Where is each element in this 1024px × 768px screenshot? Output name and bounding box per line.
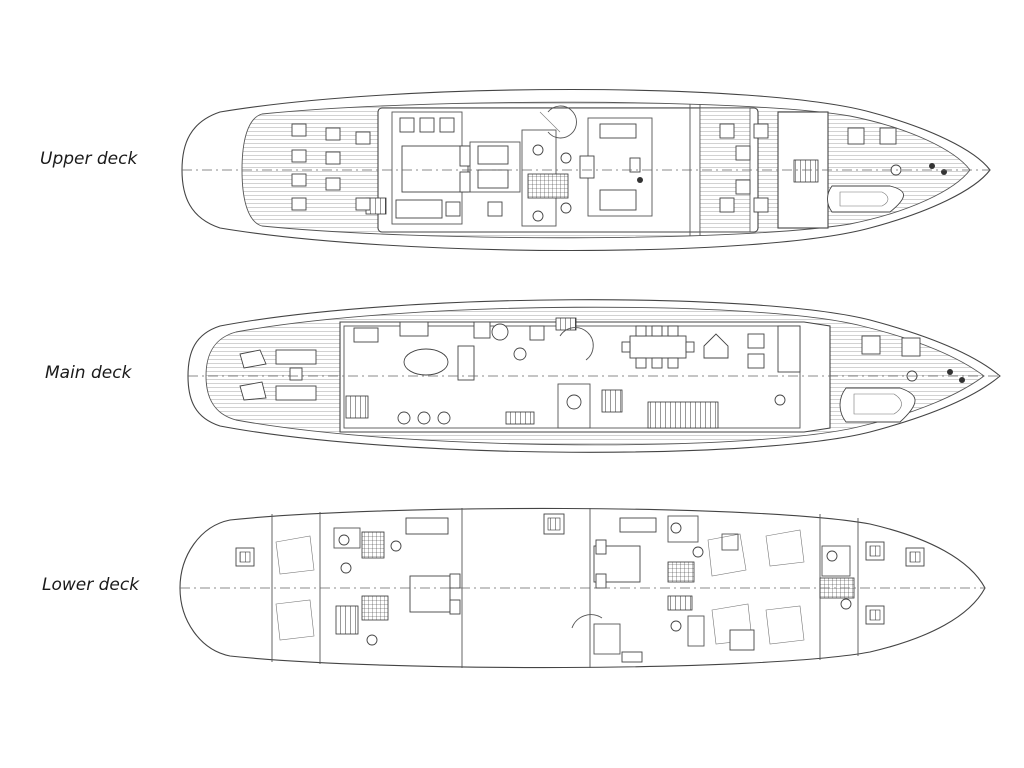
- main-tender-boat: [839, 387, 916, 423]
- upper-deck-label: Upper deck: [40, 149, 138, 169]
- lower-deck-plan: [179, 507, 986, 669]
- main-dining-table: [629, 335, 687, 359]
- upper-tender-boat: [827, 185, 904, 213]
- main-salon-table: [403, 348, 449, 376]
- lower-double-bed-aft: [409, 575, 451, 613]
- main-deck-label: Main deck: [45, 363, 132, 383]
- upper-double-bed: [401, 145, 469, 193]
- upper-deck-plan: [181, 88, 991, 252]
- main-deck-plan: [187, 299, 1001, 453]
- upper-shower: [527, 173, 569, 199]
- main-galley: [647, 401, 719, 429]
- lower-deck-label: Lower deck: [42, 575, 140, 595]
- lower-shower-aft: [361, 531, 385, 559]
